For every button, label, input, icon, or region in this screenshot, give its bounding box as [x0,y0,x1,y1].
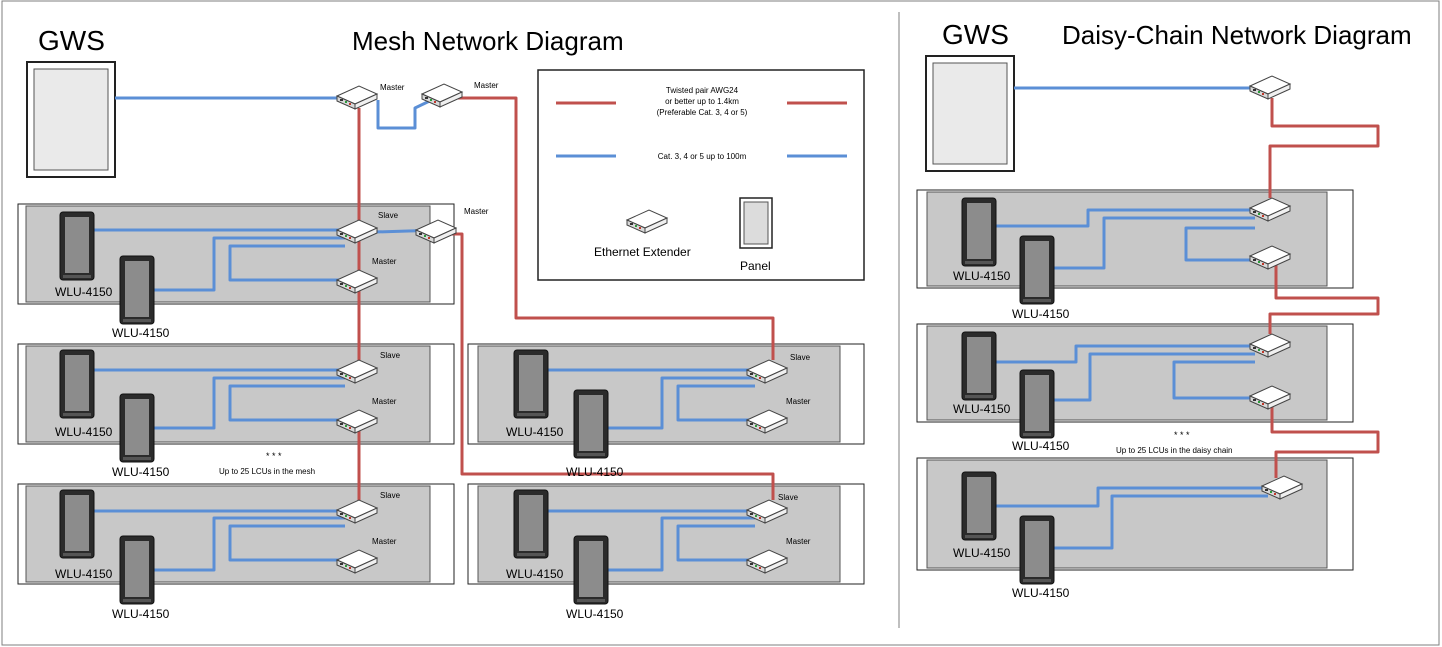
panel-icon [739,197,773,249]
daisy-note: Up to 25 LCUs in the daisy chain [1116,446,1233,455]
wlu-device-icon [573,535,609,605]
slave-label: Slave [380,491,401,500]
slave-label: Slave [778,493,799,502]
ethernet-extender-icon [1249,75,1291,100]
legend-twisted-pair-line2: or better up to 1.4km [665,97,739,106]
legend: Twisted pair AWG24 or better up to 1.4km… [537,69,865,281]
wlu-label: WLU-4150 [506,567,564,581]
wlu-label: WLU-4150 [112,465,170,479]
legend-panel: Panel [740,259,771,273]
wlu-device-icon [119,535,155,605]
wlu-label: WLU-4150 [55,567,113,581]
wlu-label: WLU-4150 [953,402,1011,416]
mesh-ethernet-links [88,94,755,572]
wlu-device-icon [1019,369,1055,439]
legend-twisted-pair-line1: Twisted pair AWG24 [666,86,739,95]
slave-label: Slave [790,353,811,362]
legend-cat: Cat. 3, 4 or 5 up to 100m [658,152,747,161]
wlu-label: WLU-4150 [55,425,113,439]
wlu-device-icon [59,349,95,419]
wlu-device-icon [59,489,95,559]
ethernet-extender-icon [336,85,378,110]
mesh-twisted-pair-links [357,96,775,502]
wlu-device-icon [961,197,997,267]
daisy-gws-label: GWS [942,19,1009,50]
wlu-label: WLU-4150 [1012,307,1070,321]
wlu-device-icon [119,393,155,463]
wlu-device-icon [513,349,549,419]
master-label: Master [786,537,811,546]
wlu-label: WLU-4150 [1012,586,1070,600]
wlu-device-icon [59,211,95,281]
wlu-device-icon [513,489,549,559]
mesh-gws-label: GWS [38,25,105,56]
master-label: Master [372,537,397,546]
wlu-device-icon [961,331,997,401]
wlu-device-icon [1019,235,1055,305]
wlu-label: WLU-4150 [566,465,624,479]
legend-extender: Ethernet Extender [594,245,691,259]
wlu-device-icon [961,471,997,541]
mesh-title: Mesh Network Diagram [352,26,624,56]
daisy-gws-panel [925,55,1015,172]
wlu-label: WLU-4150 [112,607,170,621]
master-label: Master [372,257,397,266]
daisy-title: Daisy-Chain Network Diagram [1062,20,1412,50]
daisy-ellipsis: * * * [1174,430,1190,440]
wlu-label: WLU-4150 [953,269,1011,283]
legend-twisted-pair-line3: (Preferable Cat. 3, 4 or 5) [657,108,748,117]
wlu-device-icon [573,389,609,459]
slave-label: Slave [380,351,401,360]
slave-label: Slave [378,211,399,220]
master-label: Master [380,83,405,92]
wlu-label: WLU-4150 [112,326,170,340]
master-label: Master [464,207,489,216]
daisy-twisted-pair-links [1268,98,1380,478]
wlu-label: WLU-4150 [953,546,1011,560]
master-label: Master [786,397,811,406]
mesh-gws-panel [26,61,116,178]
daisy-ethernet-links [990,86,1268,550]
master-label: Master [372,397,397,406]
wlu-label: WLU-4150 [506,425,564,439]
wlu-device-icon [119,255,155,325]
wlu-device-icon [1019,515,1055,585]
mesh-note: Up to 25 LCUs in the mesh [219,467,315,476]
ethernet-extender-icon [421,83,463,108]
mesh-ellipsis: * * * [266,451,282,461]
wlu-label: WLU-4150 [566,607,624,621]
master-label: Master [474,81,499,90]
wlu-label: WLU-4150 [1012,439,1070,453]
wlu-label: WLU-4150 [55,285,113,299]
